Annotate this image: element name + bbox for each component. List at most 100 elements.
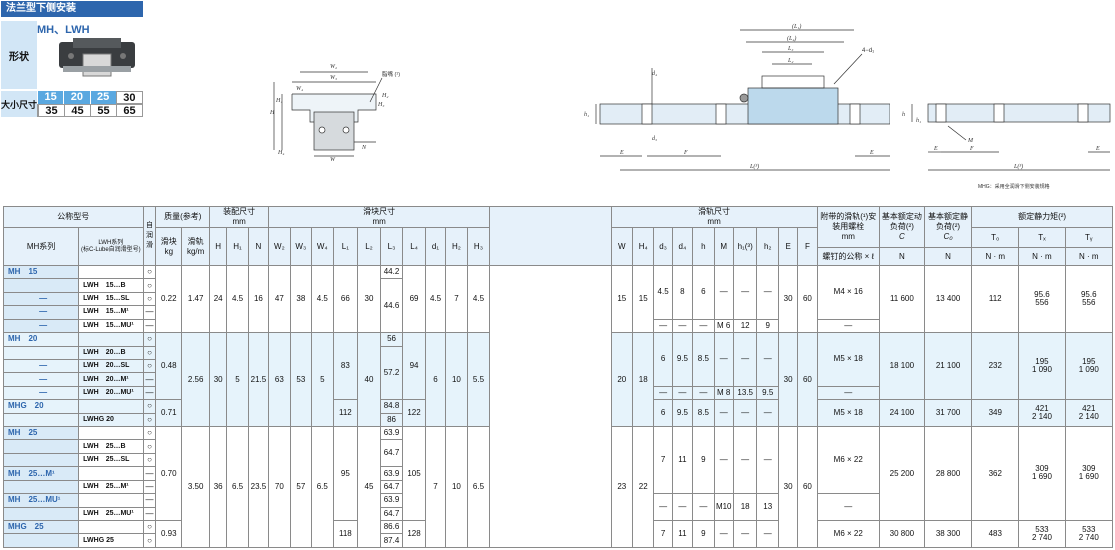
th-tx-unit: N · m	[1018, 247, 1066, 266]
svg-text:H₄: H₄	[277, 150, 284, 156]
product-header: 法兰型下侧安装 形状 MH、LWH 大小尺寸 15 20 25 30 35 45…	[1, 1, 143, 119]
th-N: N	[247, 227, 270, 266]
svg-text:H₃: H₃	[377, 102, 384, 108]
size-55[interactable]: 55	[90, 105, 116, 117]
table-row: LWH 25…B○64.7	[2, 439, 1113, 468]
category-title: 法兰型下侧安装	[1, 1, 143, 17]
table-row: LWH 20…B○57.2	[2, 345, 1113, 401]
model-lwh25sl[interactable]: LWH 25…SL	[78, 452, 144, 468]
th-dyn: 基本额定动负荷(²)C	[878, 206, 925, 248]
svg-text:d₃: d₃	[652, 136, 657, 142]
svg-text:E: E	[1095, 146, 1100, 152]
th-d4: d₄	[671, 227, 694, 266]
size-25[interactable]: 25	[89, 91, 116, 104]
svg-text:(L₄): (L₄)	[787, 35, 796, 42]
th-t0-unit: N · m	[971, 247, 1020, 266]
model-mh25[interactable]: MH 25	[2, 426, 80, 441]
model-lwh15b[interactable]: LWH 15…B	[78, 278, 144, 293]
table-row: LWHG 25○87.4	[2, 533, 1113, 548]
model-lwh25b[interactable]: LWH 25…B	[78, 439, 144, 454]
svg-text:E: E	[933, 146, 938, 152]
th-L2: L₂	[357, 227, 381, 266]
model-lwhg25[interactable]: LWHG 25	[78, 533, 144, 548]
svg-text:d₄: d₄	[652, 71, 657, 77]
th-lwh: LWH系列 (标C-Lube自润滑型号)	[78, 227, 144, 266]
th-h1: h₁(³)	[732, 227, 758, 266]
th-W: W	[610, 227, 634, 266]
model-names: MH、LWH	[37, 24, 90, 36]
model-mh15[interactable]: MH 15	[2, 264, 80, 280]
svg-text:W: W	[330, 157, 336, 162]
th-model: 公称型号	[3, 206, 144, 228]
size-45[interactable]: 45	[64, 105, 90, 117]
svg-text:L₂: L₂	[787, 58, 793, 64]
model-lwh15mu[interactable]: LWH 15…MU¹	[78, 318, 144, 334]
th-W2: W₂	[268, 227, 291, 266]
svg-text:N: N	[361, 145, 367, 151]
model-mh25mu[interactable]: MH 25…MU¹	[2, 493, 80, 508]
mhg-note: MHG：采用全润滑下侧安装规格	[978, 183, 1050, 190]
svg-text:E: E	[619, 150, 624, 156]
th-d3: d₃	[653, 227, 673, 266]
svg-text:W₄: W₄	[296, 86, 303, 92]
model-mhg25[interactable]: MHG 25	[2, 519, 80, 535]
th-h: h	[692, 227, 715, 266]
size-35[interactable]: 35	[38, 105, 64, 117]
model-lwh15m[interactable]: LWH 15…M¹	[78, 305, 144, 320]
size-15[interactable]: 15	[37, 91, 63, 104]
th-sta: 基本额定静负荷(²)C₀	[923, 206, 973, 248]
table-row: —LWH 20…M¹—	[2, 372, 1113, 387]
th-M: M	[713, 227, 734, 266]
th-H3: H₃	[466, 227, 491, 266]
model-lwh20mu[interactable]: LWH 20…MU¹	[78, 385, 144, 401]
th-E: E	[777, 227, 799, 266]
model-lwh15sl[interactable]: LWH 15…SL	[78, 291, 144, 307]
th-c0-unit: N	[923, 247, 973, 266]
model-lwh20sl[interactable]: LWH 20…SL	[78, 358, 144, 374]
size-65[interactable]: 65	[116, 105, 142, 117]
th-d1: d₁	[424, 227, 447, 266]
th-H4: H₄	[631, 227, 655, 266]
header-row-3: 螺钉的公称 × ℓ N N N · m N · m N · m	[4, 247, 1114, 266]
model-lwh25m[interactable]: LWH 25…M¹	[78, 479, 144, 495]
th-bolt-nominal: 螺钉的公称 × ℓ	[816, 247, 880, 266]
th-tx: Tₓ	[1018, 227, 1066, 248]
svg-text:h: h	[902, 112, 905, 118]
model-lwh20m[interactable]: LWH 20…M¹	[78, 372, 144, 387]
th-h2: h₂	[756, 227, 779, 266]
model-mh25m[interactable]: MH 25…M¹	[2, 466, 80, 481]
model-lwhg20[interactable]: LWHG 20	[78, 412, 144, 428]
model-lwh20b[interactable]: LWH 20…B	[78, 345, 144, 360]
model-lwh25mu[interactable]: LWH 25…MU¹	[78, 506, 144, 522]
th-H: H	[209, 227, 228, 266]
svg-text:L(³): L(³)	[1013, 163, 1023, 170]
size-20[interactable]: 20	[63, 91, 89, 104]
th-gap	[489, 206, 612, 266]
th-ty: Tᵧ	[1064, 227, 1114, 248]
model-mh20[interactable]: MH 20	[2, 332, 80, 347]
model-mhg20[interactable]: MHG 20	[2, 399, 80, 414]
th-moment: 额定静力矩(²)	[971, 206, 1113, 228]
th-t0: T₀	[971, 227, 1020, 248]
svg-text:E: E	[869, 150, 874, 156]
size-30[interactable]: 30	[115, 91, 143, 104]
th-c-unit: N	[878, 247, 925, 266]
svg-text:F: F	[683, 150, 688, 156]
svg-text:H₂: H₂	[381, 93, 388, 99]
svg-text:F: F	[969, 146, 974, 152]
